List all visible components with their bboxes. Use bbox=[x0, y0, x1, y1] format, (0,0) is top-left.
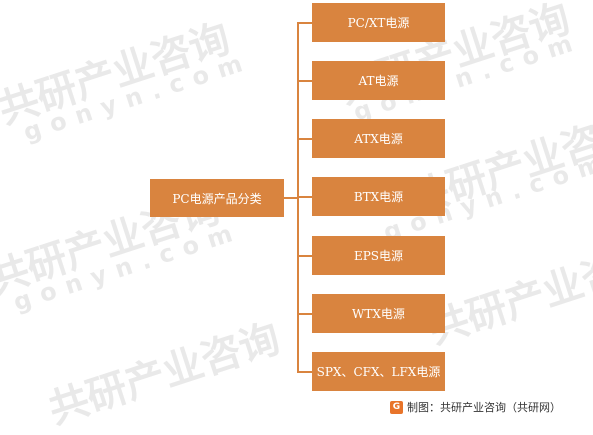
watermark-url: gonyn.com bbox=[20, 46, 256, 147]
child-node-at: AT电源 bbox=[312, 61, 445, 100]
source-text: 制图：共研产业咨询（共研网） bbox=[407, 401, 561, 414]
watermark-url: gonyn.com bbox=[10, 216, 246, 317]
root-connector-line bbox=[284, 197, 298, 199]
branch-line bbox=[297, 138, 312, 140]
child-node-atx: ATX电源 bbox=[312, 119, 445, 158]
branch-line bbox=[297, 22, 312, 24]
branch-line bbox=[297, 313, 312, 315]
branch-line bbox=[297, 255, 312, 257]
child-node-eps: EPS电源 bbox=[312, 236, 445, 275]
logo-icon: G bbox=[390, 400, 403, 414]
watermark-text: 共研产业咨询 bbox=[423, 235, 593, 354]
child-node-wtx: WTX电源 bbox=[312, 294, 445, 333]
branch-line bbox=[297, 371, 312, 373]
branch-line bbox=[297, 196, 312, 198]
watermark-text: 共研产业咨询 bbox=[0, 15, 236, 134]
child-node-spx-cfx-lfx: SPX、CFX、LFX电源 bbox=[312, 352, 445, 391]
source-footer: G 制图：共研产业咨询（共研网） bbox=[390, 398, 561, 416]
child-node-pc-xt: PC/XT电源 bbox=[312, 3, 445, 42]
watermark-text: 共研产业咨询 bbox=[43, 315, 286, 434]
child-node-btx: BTX电源 bbox=[312, 177, 445, 216]
branch-line bbox=[297, 80, 312, 82]
root-node: PC电源产品分类 bbox=[150, 179, 284, 217]
